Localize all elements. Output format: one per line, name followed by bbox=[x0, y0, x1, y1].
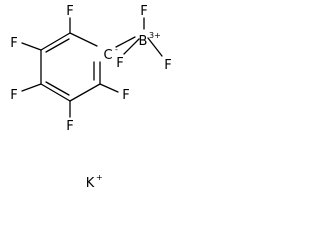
ring-carbon-symbol: C bbox=[103, 48, 112, 63]
bond-b-f-left bbox=[123, 38, 140, 55]
bond-c1-c2 bbox=[69, 32, 98, 47]
bond-c3-f bbox=[21, 42, 42, 51]
fluorine-top-left: F bbox=[66, 4, 73, 19]
bond-c1-b bbox=[115, 36, 136, 48]
bond-c4-c5 bbox=[40, 83, 71, 102]
bond-c2-c3 bbox=[40, 32, 71, 51]
structure-drawing: F F F F F C - B 3+ F F F K + bbox=[10, 4, 171, 191]
bond-b-f-right bbox=[147, 37, 163, 57]
molecule-diagram: F F F F F C - B 3+ F F F K + bbox=[10, 4, 172, 191]
potassium-charge: + bbox=[96, 173, 103, 182]
fluorine-boron-left: F bbox=[116, 56, 123, 71]
boron-symbol: B bbox=[139, 34, 148, 49]
double-bond-c4-c5 bbox=[45, 81, 70, 96]
bond-c4-f bbox=[21, 83, 42, 92]
fluorine-bottom: F bbox=[66, 119, 73, 134]
fluorine-lower-left: F bbox=[10, 88, 17, 103]
fluorine-boron-top: F bbox=[140, 4, 147, 19]
potassium-symbol: K bbox=[86, 176, 95, 191]
double-bond-c2-c3 bbox=[45, 38, 70, 53]
fluorine-boron-right: F bbox=[164, 58, 171, 73]
ring-carbon-charge: - bbox=[115, 45, 118, 54]
boron-charge: 3+ bbox=[149, 31, 161, 40]
bond-c5-c6 bbox=[69, 83, 101, 102]
bond-c6-f bbox=[99, 83, 119, 93]
fluorine-lower-right: F bbox=[122, 88, 129, 103]
fluorine-upper-left: F bbox=[10, 36, 17, 51]
